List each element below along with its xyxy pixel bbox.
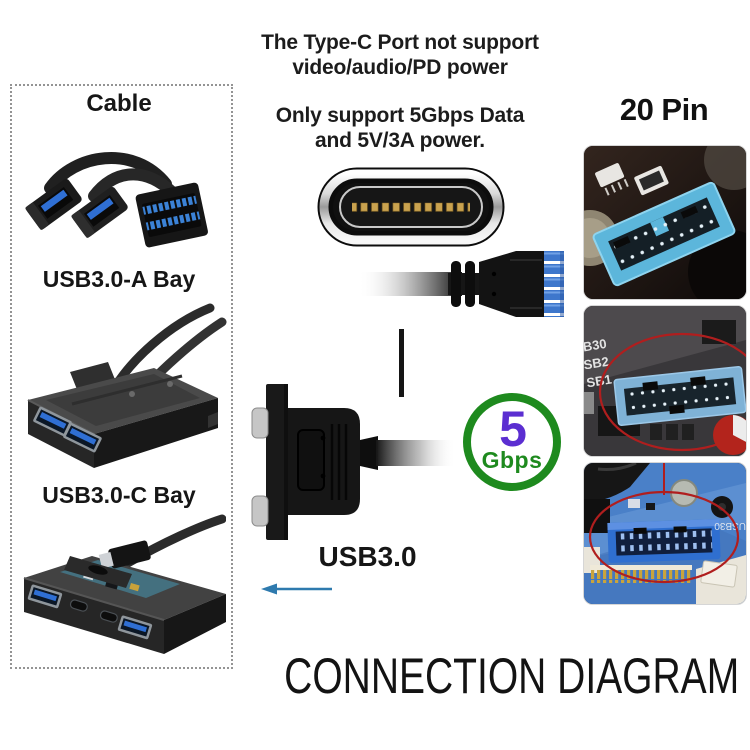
usb-c-connector-illustration [316,166,506,248]
usb-c-bay-photo [14,514,226,660]
usb-a-port [27,584,63,609]
usb-a-port [117,615,153,640]
usb-c-pins [352,193,470,221]
svg-text:B30: B30 [584,336,608,355]
usb-a-port [33,406,72,437]
motherboard-header-photo-1 [583,145,747,300]
support-note-line-1: Only support 5Gbps Data [275,104,525,127]
20pin-header [592,181,736,287]
usb-a-port [63,422,102,453]
typec-note-line-2: video/audio/PD power [292,56,508,79]
usb-c-port [99,610,118,623]
20pin-female-connector [135,182,208,248]
usb-c-bay-label: USB3.0-C Bay [42,482,196,508]
typec-note-line-1: The Type-C Port not support [261,31,539,54]
motherboard-header-photo-2: B30 SB2 SB1 [583,305,747,457]
usb-plug-on-pcb [98,540,151,569]
left-arrow-icon [261,581,333,597]
speed-unit: Gbps [482,447,543,473]
usb-a-female-connector [71,186,128,238]
silkscreen-text: B30 SB2 SB1 [584,336,613,390]
support-note: Only support 5Gbps Data and 5V/3A power. [238,103,562,153]
20pin-header [613,365,746,427]
usb30-label: USB3.0 [318,541,417,572]
usb-a-bay-label: USB3.0-A Bay [42,266,196,292]
red-circle-annotation [598,332,746,452]
speed-ring [463,393,561,491]
cable-fade [376,440,456,466]
20pin-header [607,519,721,563]
usb-a-bay-photo [12,298,227,470]
svg-text:SB1: SB1 [585,372,612,391]
cable-photo [16,128,222,260]
divider-line [399,329,404,397]
cable-label: Cable [86,90,152,117]
typec-note: The Type-C Port not support video/audio/… [238,30,562,80]
usb-c-port [69,599,88,612]
screw-posts [251,407,269,527]
speed-badge: 5 Gbps [456,385,568,497]
silkscreen-text: USB30 [714,520,746,531]
cable-fade [358,272,462,296]
pin-20-label: 20 Pin [619,92,709,127]
footer: CONNECTION DIAGRAM [220,647,750,705]
arrow-head [261,583,277,595]
svg-text:SB2: SB2 [584,354,610,373]
page-title: CONNECTION DIAGRAM [284,648,740,704]
left-group-dashed-border [10,84,233,669]
speed-value: 5 [499,401,527,457]
20pin-plug-illustration [358,238,564,330]
panel-mount-connector-illustration [250,378,520,568]
support-note-line-2: and 5V/3A power. [315,129,485,152]
red-circle-annotation [588,490,740,584]
usb-a-female-connector [25,178,82,230]
20pin-blue-end [544,251,564,317]
motherboard-header-photo-3: USB30 [583,462,747,605]
